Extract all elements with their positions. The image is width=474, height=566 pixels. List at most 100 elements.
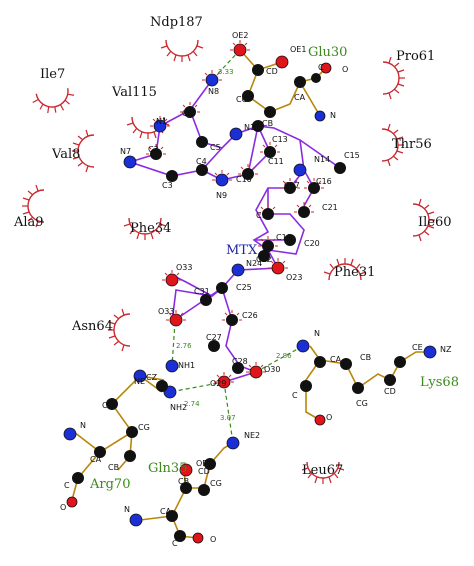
atom-c13 [252, 120, 264, 132]
label-ile60: Ile60 [418, 215, 452, 230]
atom-o29 [217, 375, 231, 389]
atom-n24 [231, 263, 245, 277]
atom-n-gln [129, 513, 143, 527]
atom-c15 [334, 162, 346, 174]
svg-text:CB: CB [108, 463, 119, 472]
svg-text:N: N [124, 505, 130, 514]
atom-cg-lys [352, 382, 364, 394]
svg-text:C21: C21 [322, 203, 338, 212]
contact-arc-ndp187 [160, 39, 204, 63]
svg-text:OE1: OE1 [290, 45, 306, 54]
atom-c16 [308, 182, 320, 194]
atom-n-lys [296, 339, 310, 353]
residue-labels: Ndp187 Ile7 Val115 Val8 Ala9 Phe34 Asn64… [13, 15, 459, 492]
atom-c2 [150, 148, 162, 160]
atom-c31 [200, 294, 212, 306]
atom-c19 [284, 234, 296, 246]
svg-text:2.74: 2.74 [184, 400, 200, 408]
svg-text:O29: O29 [210, 379, 226, 388]
svg-text:CA: CA [160, 507, 172, 516]
atoms [63, 43, 437, 544]
svg-text:O33: O33 [158, 307, 174, 316]
atom-c-top [311, 73, 321, 83]
svg-text:C31: C31 [194, 287, 210, 296]
atom-n9 [215, 173, 229, 187]
svg-text:N14: N14 [314, 155, 330, 164]
svg-text:CD: CD [102, 401, 114, 410]
atom-o23 [271, 261, 285, 275]
atom-ca-top [294, 76, 306, 88]
svg-text:NE2: NE2 [244, 431, 260, 440]
label-arg70: Arg70 [89, 477, 130, 492]
svg-text:C8: C8 [182, 109, 193, 118]
atom-n-top [314, 110, 326, 122]
atom-oe2 [233, 43, 247, 57]
label-leu67: Leu67 [302, 463, 343, 478]
atom-o-gln [192, 532, 204, 544]
svg-text:3.33: 3.33 [218, 68, 234, 76]
svg-text:C: C [292, 391, 298, 400]
label-asn64: Asn64 [71, 319, 113, 334]
svg-text:C5: C5 [210, 143, 221, 152]
atom-cd-arg [106, 398, 118, 410]
svg-text:O: O [210, 535, 216, 544]
atom-nh1 [165, 359, 179, 373]
atom-c18 [262, 208, 274, 220]
hydrogen-bonds [169, 49, 304, 444]
svg-text:N: N [80, 421, 86, 430]
label-ile7: Ile7 [40, 67, 65, 82]
svg-text:C15: C15 [344, 151, 360, 160]
atom-cg-top [242, 90, 254, 102]
svg-text:C10: C10 [236, 175, 252, 184]
atom-n-arg [63, 427, 77, 441]
svg-text:C20: C20 [304, 239, 320, 248]
atom-n12 [229, 127, 243, 141]
contact-arc-ile7 [30, 86, 78, 118]
svg-text:C25: C25 [236, 283, 252, 292]
atom-cg-arg [126, 426, 138, 438]
atom-nz [423, 345, 437, 359]
atom-o30 [249, 365, 263, 379]
svg-text:O33: O33 [176, 263, 192, 272]
svg-text:O: O [60, 503, 66, 512]
label-ala9: Ala9 [13, 215, 44, 230]
atom-c11 [264, 146, 276, 158]
svg-text:C19: C19 [276, 233, 292, 242]
svg-text:C22: C22 [256, 255, 272, 264]
label-lys68: Lys68 [420, 375, 459, 390]
svg-text:NE: NE [134, 377, 145, 386]
atom-o-lys [314, 414, 326, 426]
atom-cg-gln [198, 484, 210, 496]
svg-text:C18: C18 [256, 211, 272, 220]
label-glu30: Glu30 [308, 45, 347, 60]
svg-text:CD: CD [384, 387, 396, 396]
label-val8: Val8 [51, 147, 80, 162]
atom-ne2 [226, 436, 240, 450]
svg-text:CG: CG [138, 423, 150, 432]
atom-c-lys [300, 380, 312, 392]
svg-text:C13: C13 [272, 135, 288, 144]
atom-ca-lys [314, 356, 326, 368]
svg-text:C: C [172, 539, 178, 548]
atom-c4 [196, 164, 208, 176]
svg-text:OE1: OE1 [196, 459, 212, 468]
atom-c5 [196, 136, 208, 148]
label-ndp187: Ndp187 [150, 15, 203, 30]
atom-c21 [298, 206, 310, 218]
svg-text:OE2: OE2 [232, 31, 248, 40]
svg-text:N24: N24 [246, 259, 262, 268]
atom-labels: OE2 OE1 CD C O CG CB CA N N8 N1 C8 N12 C… [60, 31, 452, 548]
atom-c20 [262, 240, 274, 252]
atom-ca-gln [166, 510, 178, 522]
svg-text:C4: C4 [196, 157, 207, 166]
atom-c26 [226, 314, 238, 326]
svg-text:C26: C26 [242, 311, 258, 320]
svg-text:CB: CB [178, 477, 189, 486]
atom-cd [252, 64, 264, 76]
atom-c8 [184, 106, 196, 118]
atom-o33a [165, 273, 179, 287]
atom-oe1 [275, 55, 289, 69]
svg-text:3.07: 3.07 [220, 414, 236, 422]
svg-text:CA: CA [90, 455, 102, 464]
svg-text:CA: CA [330, 355, 342, 364]
